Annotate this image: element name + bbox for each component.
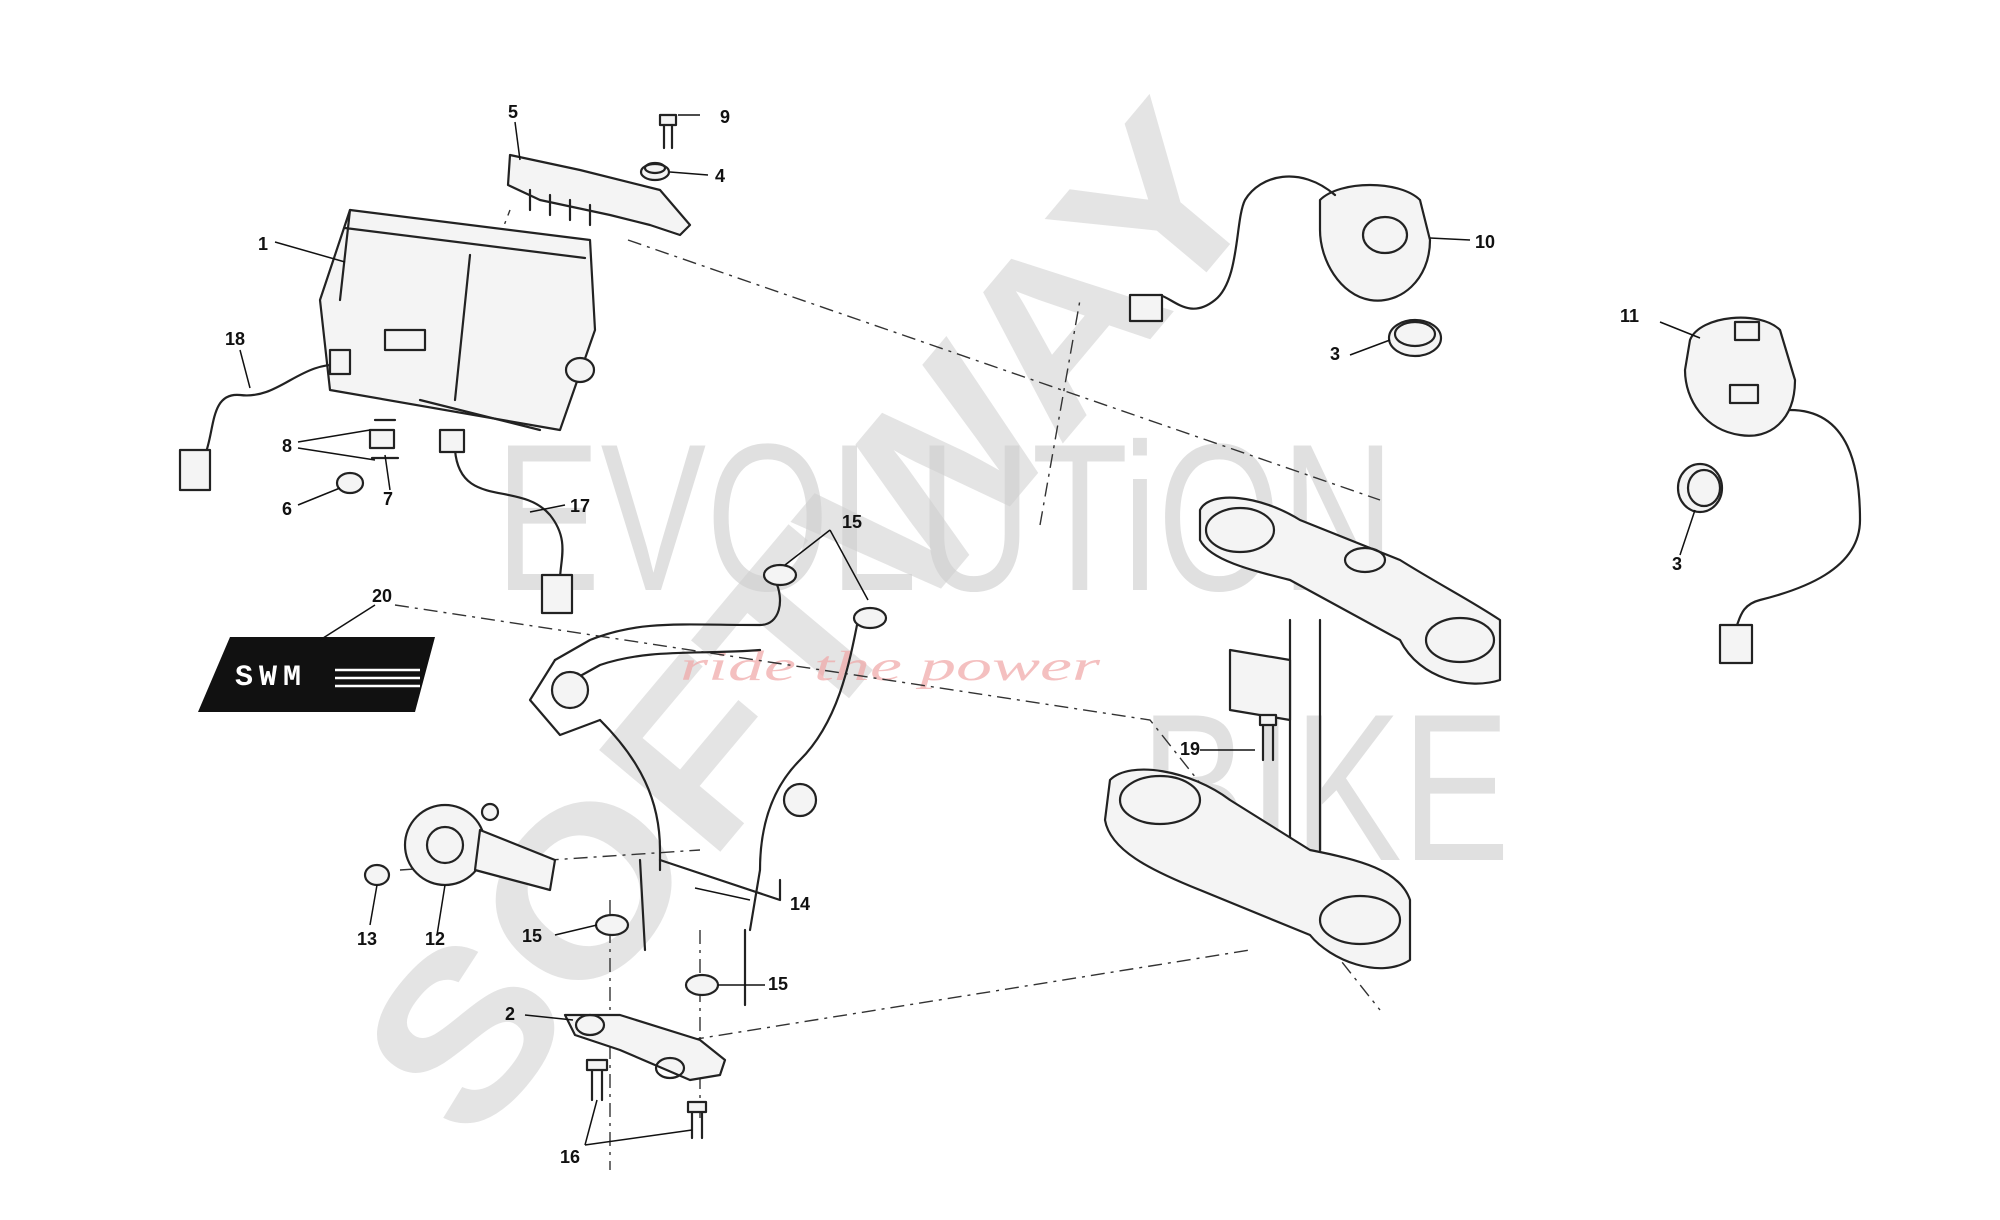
callout-9: 9: [720, 107, 730, 127]
headlight-frame-14: [528, 578, 862, 1007]
callout-3b: 3: [1672, 554, 1682, 574]
harness-17: [438, 428, 574, 615]
harness-18: [178, 348, 352, 492]
decal-20: SWM: [198, 637, 435, 712]
decal-text: SWM: [235, 661, 307, 695]
dash-plate-to-clamp: [689, 949, 1251, 1041]
callout-17: 17: [570, 496, 590, 516]
horn-12: [403, 802, 557, 892]
callout-11: 11: [1620, 306, 1639, 326]
leader-lines: [239, 114, 1701, 1146]
instrument-bracket: [506, 153, 692, 237]
callout-15b: 15: [522, 926, 542, 946]
bolt-9: [658, 113, 678, 150]
callout-18: 18: [225, 329, 245, 349]
dash-misc: [394, 604, 1381, 1011]
grommet-4: [639, 161, 671, 182]
triple-clamp-lower: [1103, 768, 1412, 970]
dash-bracket-to-clamp: [627, 239, 1381, 501]
small-parts-6-7-8: [335, 418, 400, 495]
callout-2: 2: [505, 1004, 515, 1024]
callouts: 1 2 3 3 4 5 6 7 8 9 10 11 12 13 14 15 15…: [225, 102, 1682, 1167]
callout-19: 19: [1180, 739, 1200, 759]
callout-3a: 3: [1330, 344, 1340, 364]
callout-15c: 15: [768, 974, 788, 994]
callout-14: 14: [790, 894, 810, 914]
triple-clamp-upper: [1198, 496, 1502, 685]
instrument-cluster: [318, 208, 597, 432]
callout-10: 10: [1475, 232, 1495, 252]
dash-switch-left: [1039, 299, 1081, 526]
callout-5: 5: [508, 102, 518, 122]
callout-1: 1: [258, 234, 268, 254]
callout-4: 4: [715, 166, 725, 186]
lower-plate-2: [563, 1013, 727, 1082]
right-switch-11: [1683, 316, 1862, 665]
screw-13: [363, 863, 391, 887]
callout-6: 6: [282, 499, 292, 519]
callout-20: 20: [372, 586, 392, 606]
bolts-16: [585, 1058, 708, 1140]
callout-7: 7: [383, 489, 393, 509]
steering-stem: [1228, 618, 1322, 852]
callout-15a: 15: [842, 512, 862, 532]
callout-12: 12: [425, 929, 445, 949]
callout-8: 8: [282, 436, 292, 456]
callout-16: 16: [560, 1147, 580, 1167]
left-switch-10: [1128, 175, 1432, 323]
clamp-ring-3b: [1676, 462, 1724, 514]
bolt-19: [1258, 713, 1278, 762]
callout-13: 13: [357, 929, 377, 949]
clamp-ring-3a: [1387, 318, 1443, 358]
